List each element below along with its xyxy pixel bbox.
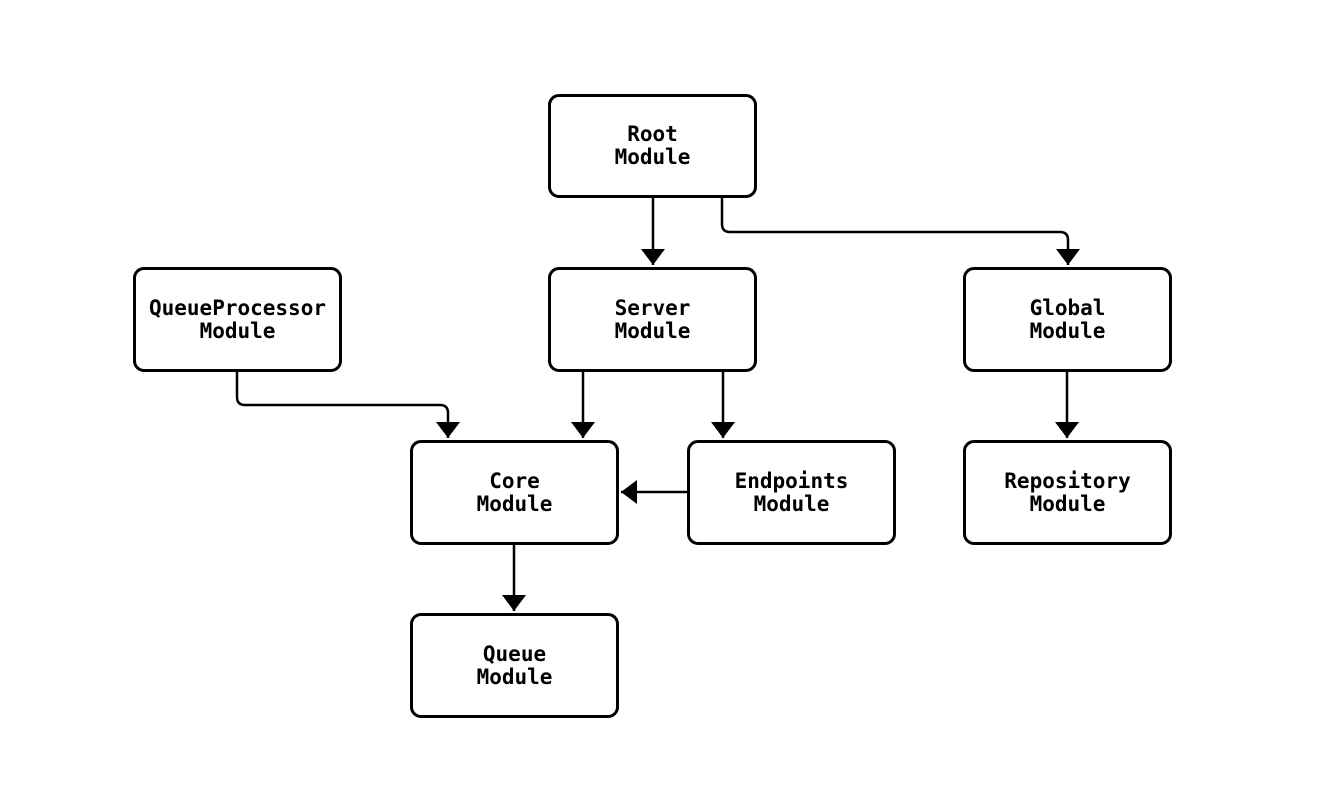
node-repository-module: Repository Module: [963, 440, 1172, 545]
edge-root-global: [720, 197, 1080, 265]
node-label: Module: [614, 145, 691, 169]
node-label: Core: [489, 468, 540, 493]
node-label: Module: [614, 318, 691, 343]
node-label: Endpoints: [734, 468, 849, 493]
node-label: Server: [614, 295, 691, 320]
node-label: Module: [199, 318, 276, 343]
node-label: Module: [1029, 491, 1106, 516]
edge-queueprocessor-core: [235, 372, 460, 438]
node-label: Root: [627, 122, 678, 146]
node-label: Repository: [1004, 468, 1131, 493]
node-endpoints-module: Endpoints Module: [687, 440, 896, 545]
node-label: Queue: [482, 641, 547, 666]
node-label: Global: [1029, 295, 1106, 320]
node-server-module: Server Module: [548, 267, 757, 372]
node-label: Module: [753, 491, 830, 516]
node-global-module: Global Module: [963, 267, 1172, 372]
node-core-module: Core Module: [410, 440, 619, 545]
node-root-module: Root Module: [548, 94, 757, 198]
node-label: Module: [476, 664, 553, 689]
node-queue-module: Queue Module: [410, 613, 619, 718]
node-label: Module: [1029, 318, 1106, 343]
node-label: QueueProcessor: [148, 295, 326, 320]
node-queueprocessor-module: QueueProcessor Module: [133, 267, 342, 372]
node-label: Module: [476, 491, 553, 516]
